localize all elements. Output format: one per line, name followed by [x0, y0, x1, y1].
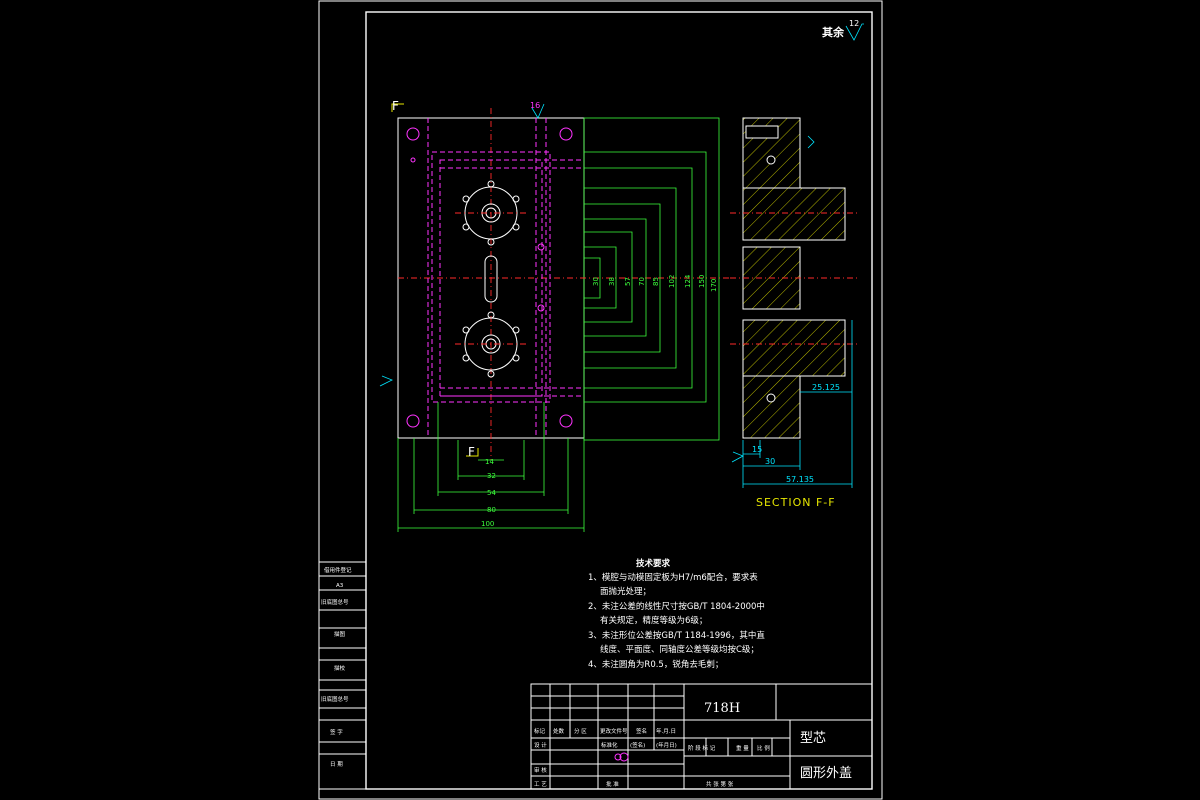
section-view: 15 30 57.135 25.125 SECTION F-F: [730, 117, 860, 509]
left-strip: 借用件登记 A3 旧底图总号 描图 描校 旧底图总号 签 字 日 期: [318, 561, 367, 790]
cut-letter-bottom: F: [468, 445, 475, 459]
horizontal-dims: 14 32 54 80 100: [481, 458, 496, 528]
dim-v-6: 124: [684, 274, 692, 288]
note-line-5: 线度、平面度、同轴度公差等级均按C级；: [600, 644, 759, 655]
strip-1: A3: [336, 583, 344, 589]
technical-notes: 技术要求 1、模腔与动模固定板为H7/m6配合，要求表 面抛光处理； 2、未注公…: [588, 558, 765, 670]
sec-dim-15: 15: [752, 445, 762, 454]
hdr-1: 处数: [553, 727, 565, 735]
sec-dim-251: 25.125: [812, 383, 840, 392]
outer-frame: [318, 0, 883, 800]
sheet-cell: 共 张 第 张: [706, 780, 734, 788]
dim-h-4: 100: [481, 520, 494, 528]
dim-v-3: 70: [638, 277, 646, 286]
approve-cell: 批 准: [606, 780, 619, 788]
strip-0: 借用件登记: [324, 566, 352, 574]
stage-0: 阶 段 标 记: [688, 744, 716, 752]
hdr-0: 标记: [534, 727, 546, 735]
date-cell: (年月日): [656, 741, 677, 749]
row-process: 工 艺: [534, 781, 547, 788]
note-line-2: 2、未注公差的线性尺寸按GB/T 1804-2000中: [588, 601, 765, 612]
dim-h-0: 14: [485, 458, 494, 466]
dim-h-1: 32: [487, 472, 496, 480]
note-line-1: 面抛光处理；: [600, 586, 651, 597]
main-view: F F 16: [379, 99, 730, 532]
note-line-6: 4、未注圆角为R0.5，锐角去毛刺；: [588, 659, 723, 670]
hdr-2: 分 区: [574, 727, 587, 735]
dim-v-7: 150: [698, 275, 706, 288]
notes-title: 技术要求: [636, 558, 671, 569]
dim-v-1: 38: [608, 277, 616, 286]
note-line-4: 3、未注形位公差按GB/T 1184-1996，其中直: [588, 630, 765, 641]
drawing-name-text: 圆形外盖: [800, 766, 852, 781]
dim-v-0: 30: [592, 277, 600, 286]
strip-2: 旧底图总号: [321, 598, 349, 606]
strip-5: 旧底图总号: [321, 695, 349, 703]
surface-mark-top: 16: [530, 101, 540, 110]
strip-6: 签 字: [330, 728, 343, 736]
dim-v-8: 170: [710, 279, 718, 292]
dim-h-3: 80: [487, 506, 496, 514]
vertical-dims: 30 38 57 70 85 102 124 150 170: [592, 274, 718, 292]
hdr-4: 签名: [636, 727, 647, 735]
dim-h-2: 54: [487, 489, 496, 497]
hdr-3: 更改文件号: [600, 727, 628, 735]
sec-dim-30: 30: [765, 457, 775, 466]
cut-letter-top: F: [392, 99, 399, 113]
stage-1: 重 量: [736, 744, 749, 752]
note-line-0: 1、模腔与动模固定板为H7/m6配合，要求表: [588, 572, 758, 583]
roughness-symbol: 其余 12: [822, 19, 864, 41]
strip-3: 描图: [334, 630, 346, 638]
roughness-label: 其余: [822, 25, 845, 39]
strip-7: 日 期: [330, 761, 343, 768]
title-block: 718H 型芯 圆形外盖 标记 处数 分 区 更改文件号 签名 年.月.日 设 …: [530, 683, 873, 790]
section-title: SECTION F-F: [756, 496, 836, 509]
row-review: 审 核: [534, 766, 547, 774]
std-cell: 标准化: [601, 741, 618, 749]
hdr-5: 年.月.日: [656, 727, 676, 735]
dim-v-2: 57: [624, 277, 632, 286]
row-design: 设 计: [534, 741, 547, 749]
sec-dim-57: 57.135: [786, 475, 814, 484]
sign-cell: (签名): [630, 741, 645, 749]
dim-v-5: 102: [668, 275, 676, 288]
material-text: 718H: [704, 701, 740, 716]
note-line-3: 有关规定，精度等级为6级；: [600, 615, 707, 626]
strip-4: 描校: [334, 664, 346, 672]
dim-v-4: 85: [652, 277, 660, 286]
stage-2: 比 例: [757, 744, 770, 752]
roughness-value: 12: [849, 19, 859, 28]
part-name-text: 型芯: [800, 731, 826, 746]
